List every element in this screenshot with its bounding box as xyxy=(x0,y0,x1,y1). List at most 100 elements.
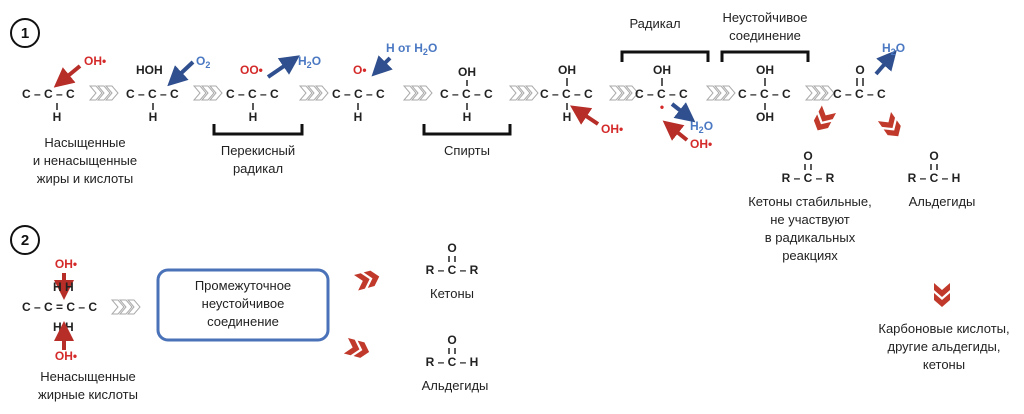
ketone-caption-line-2: не участвуют xyxy=(770,212,850,227)
water-label: H2O xyxy=(882,41,905,57)
aldehyde-product: O R – C – H Альдегиды xyxy=(908,149,976,209)
radical-bracket xyxy=(620,50,710,62)
caption-line-2: и ненасыщенные xyxy=(33,153,137,168)
ketone-caption: Кетоны xyxy=(430,286,474,301)
route-1: 1 OH• C – C – C H Насыщенные и ненасыщен… xyxy=(10,10,1010,372)
carbon-chain: C – C – C xyxy=(635,87,688,101)
carbon-chain: C – C – C xyxy=(332,87,385,101)
hydroxyl-group: OH xyxy=(756,110,774,124)
route-2-number: 2 xyxy=(21,232,29,249)
stage-unsaturated-acid: OH• H H C – C = C – C H H OH• Ненасыщенн… xyxy=(22,257,138,402)
hydrogen-row-top: H H xyxy=(53,280,74,294)
route-1-badge xyxy=(10,18,40,48)
hydroxyl-group: OH xyxy=(558,63,576,77)
oxygen-label: O2 xyxy=(196,54,210,70)
stage-2: HOH O2 C – C – C H xyxy=(126,54,210,124)
stage-4-oxy-radical: O• H от H2O C – C – C H xyxy=(332,41,437,124)
aldehyde-formula: R – C – H xyxy=(908,171,961,185)
carbon-chain: C – C – C xyxy=(22,87,75,101)
hydroxyl-group: OH xyxy=(653,63,671,77)
step-arrow-icon xyxy=(111,299,141,315)
aldehyde-product: O R – C – H Альдегиды xyxy=(422,333,489,393)
stage-6: OH C – C – C H OH• xyxy=(540,63,623,136)
alcohols-label: Спирты xyxy=(444,143,490,158)
hydroxyl-radical: OH• xyxy=(601,122,623,136)
ketone-product: O R – C – R Кетоны стабильные, не участв… xyxy=(748,149,872,263)
ketone-product: O R – C – R Кетоны xyxy=(426,241,479,301)
intermediate-frame xyxy=(156,268,330,342)
step-arrow-icon xyxy=(706,85,736,101)
carbonyl-oxygen: O xyxy=(929,149,938,163)
product-arrow-icon xyxy=(877,112,905,141)
unstable-bracket xyxy=(720,50,810,62)
product-arrow-icon xyxy=(343,338,372,360)
unstable-label-line-1: Неустойчивое xyxy=(723,10,808,25)
oxygen-arrow-icon xyxy=(167,60,195,87)
peroxy-label-line-2: радикал xyxy=(233,161,283,176)
carbon-chain: C – C – C xyxy=(833,87,886,101)
stage-7-radical: Радикал OH C – C – C • H2O OH• xyxy=(620,16,713,151)
unstable-label-line-2: соединение xyxy=(729,28,801,43)
carbonyl-oxygen: O xyxy=(803,149,812,163)
stage-1-saturated-fats: OH• C – C – C H Насыщенные и ненасыщенны… xyxy=(22,54,137,186)
carbon-chain: C – C – C xyxy=(440,87,493,101)
ketone-caption-line-1: Кетоны стабильные, xyxy=(748,194,872,209)
product-arrow-icon xyxy=(810,105,836,135)
hydrogen-row-bottom: H H xyxy=(53,320,74,334)
aldehyde-caption: Альдегиды xyxy=(422,378,489,393)
step-arrow-icon xyxy=(609,85,639,101)
caption-line-1: Насыщенные xyxy=(44,135,125,150)
carbonyl-oxygen: O xyxy=(447,333,456,347)
carbonyl-oxygen: O xyxy=(855,63,864,77)
water-label: H2O xyxy=(690,119,713,135)
aldehyde-formula: R – C – H xyxy=(426,355,479,369)
hydrogen-arrow-icon xyxy=(371,55,393,77)
ketone-caption-line-3: в радикальных xyxy=(765,230,856,245)
radical-dot: • xyxy=(660,100,664,114)
peroxy-bracket xyxy=(212,124,304,136)
hydroxyl-radical: OH• xyxy=(84,54,106,68)
step-arrow-icon xyxy=(193,85,223,101)
stage-9-carbonyl: O H2O C – C – C xyxy=(833,41,905,101)
ketone-formula: R – C – R xyxy=(782,171,835,185)
ketone-formula: R – C – R xyxy=(426,263,479,277)
final-products: Карбоновые кислоты, другие альдегиды, ке… xyxy=(878,321,1009,372)
oxy-radical: O• xyxy=(353,63,367,77)
ketone-caption-line-4: реакциях xyxy=(782,248,838,263)
attack-arrow-icon xyxy=(53,64,82,88)
intermediate-label-line-3: соединение xyxy=(207,314,279,329)
carbonyl-oxygen: O xyxy=(447,241,456,255)
stage-3-peroxy: OO• H2O C – C – C H Перекисный радикал xyxy=(212,54,321,176)
product-arrow-icon xyxy=(354,268,382,291)
step-arrow-icon xyxy=(403,85,433,101)
carbon-chain: C – C = C – C xyxy=(22,300,97,314)
step-arrow-icon xyxy=(509,85,539,101)
carbon-chain: C – C – C xyxy=(738,87,791,101)
caption-line-3: жиры и кислоты xyxy=(37,171,133,186)
final-caption-line-3: кетоны xyxy=(923,357,965,372)
stage-8-unstable: Неустойчивое соединение OH C – C – C OH xyxy=(720,10,810,124)
water-arrow-icon xyxy=(874,49,897,76)
hydroxyl-radical: OH• xyxy=(55,349,77,363)
hydroxyl-radical: OH• xyxy=(55,257,77,271)
water-arrow-icon xyxy=(670,102,696,123)
step-arrow-icon xyxy=(805,85,835,101)
hoh-group: HOH xyxy=(136,63,163,77)
aldehyde-caption: Альдегиды xyxy=(909,194,976,209)
carbon-chain: C – C – C xyxy=(226,87,279,101)
hydroxyl-group: OH xyxy=(756,63,774,77)
attack-arrow-icon xyxy=(662,120,689,142)
route-2-badge xyxy=(10,225,40,255)
intermediate-box: Промежуточное неустойчивое соединение xyxy=(156,268,330,342)
caption-line-2: жирные кислоты xyxy=(38,387,138,402)
route-2: 2 OH• H H C – C = C – C H H OH• Ненасыще… xyxy=(10,225,489,402)
hydrogen: H xyxy=(463,110,472,124)
peroxy-label-line-1: Перекисный xyxy=(221,143,295,158)
carbon-chain: C – C – C xyxy=(540,87,593,101)
route-1-number: 1 xyxy=(21,25,29,42)
hydroxyl-radical: OH• xyxy=(690,137,712,151)
step-arrow-icon xyxy=(89,85,119,101)
caption-line-1: Ненасыщенные xyxy=(40,369,136,384)
stage-5-alcohol: OH C – C – C H Спирты xyxy=(422,65,512,158)
